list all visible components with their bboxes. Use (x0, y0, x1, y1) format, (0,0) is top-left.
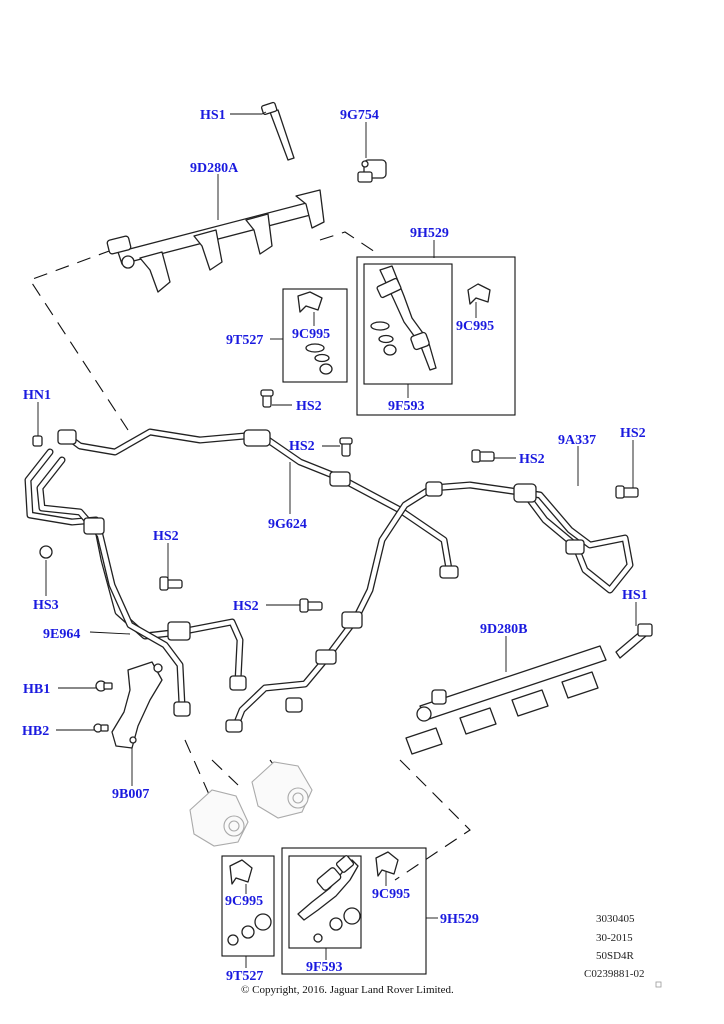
label-9g754[interactable]: 9G754 (340, 108, 379, 123)
fuel-line-9e964[interactable] (24, 429, 247, 717)
corner-mark (655, 981, 662, 988)
label-9d280a[interactable]: 9D280A (190, 161, 239, 176)
seal-ring-bottom-box (313, 907, 361, 943)
clip-9c995-bottom-right[interactable] (375, 851, 399, 877)
bolt-hb2[interactable] (93, 723, 109, 733)
fuel-line-mid[interactable] (225, 484, 436, 733)
nut-hn1[interactable] (32, 435, 43, 447)
bolt-hs2-b[interactable] (339, 437, 353, 457)
bolt-hb1[interactable] (95, 680, 113, 692)
label-hs1-top[interactable]: HS1 (200, 108, 226, 123)
injector-9f593-top[interactable] (376, 265, 437, 371)
label-9c995-top-left[interactable]: 9C995 (292, 327, 330, 342)
clip-9c995-bottom-left[interactable] (229, 859, 253, 885)
label-hn1[interactable]: HN1 (23, 388, 51, 403)
box-9t527-bottom (221, 855, 275, 957)
assembly-dashed-lines (29, 231, 471, 881)
ghost-fuel-pump-right (251, 761, 313, 819)
bolt-hs2-f[interactable] (299, 598, 323, 613)
label-9e964[interactable]: 9E964 (43, 627, 80, 642)
label-9c995-top-right[interactable]: 9C995 (456, 319, 494, 334)
bracket-9b007[interactable] (111, 661, 163, 749)
label-hs2-f[interactable]: HS2 (233, 599, 259, 614)
bolt-hs2-c[interactable] (471, 449, 495, 463)
fuel-rail-9d280a[interactable] (106, 189, 325, 293)
label-hs3[interactable]: HS3 (33, 598, 59, 613)
nut-hs3[interactable] (39, 545, 53, 559)
fuel-line-9a337[interactable] (425, 481, 634, 594)
label-9b007[interactable]: 9B007 (112, 787, 149, 802)
label-hs2-d[interactable]: HS2 (620, 426, 646, 441)
clip-9c995-top-left[interactable] (297, 291, 323, 313)
label-9t527-top[interactable]: 9T527 (226, 333, 263, 348)
label-9c995-bottom-left[interactable]: 9C995 (225, 894, 263, 909)
leader-lines (37, 111, 637, 968)
fuel-rail-9d280b[interactable] (405, 645, 607, 755)
ref-code-1: 3030405 (596, 913, 635, 925)
bolt-hs2-a[interactable] (260, 389, 274, 408)
ref-code-4: C0239881-02 (584, 968, 645, 980)
box-9t527-top (282, 288, 348, 383)
label-9f593-top[interactable]: 9F593 (388, 399, 425, 414)
seal-ring-top-box (370, 321, 397, 356)
pressure-sensor-9g754[interactable] (357, 159, 387, 183)
reference-codes: 3030405 30-2015 50SD4R C0239881-02 (584, 913, 645, 980)
label-hs2-a[interactable]: HS2 (296, 399, 322, 414)
bolt-hs2-e[interactable] (159, 576, 183, 591)
box-9h529-bottom (281, 847, 427, 975)
label-hs2-e[interactable]: HS2 (153, 529, 179, 544)
label-9a337[interactable]: 9A337 (558, 433, 596, 448)
label-hs2-c[interactable]: HS2 (519, 452, 545, 467)
copyright-notice: © Copyright, 2016. Jaguar Land Rover Lim… (241, 984, 454, 996)
label-9t527-bottom[interactable]: 9T527 (226, 969, 263, 984)
label-hb2[interactable]: HB2 (22, 724, 49, 739)
ghost-fuel-pump-left (189, 789, 249, 847)
seal-kit-9t527-bottom (227, 913, 272, 946)
label-hs2-b[interactable]: HS2 (289, 439, 315, 454)
seal-kit-9t527-top (305, 343, 333, 375)
bolt-hs1-right[interactable] (615, 623, 653, 659)
clip-9c995-top-right[interactable] (467, 283, 491, 305)
fuel-line-9g624[interactable] (64, 428, 459, 579)
label-9g624[interactable]: 9G624 (268, 517, 307, 532)
label-9c995-bottom-right[interactable]: 9C995 (372, 887, 410, 902)
label-hb1[interactable]: HB1 (23, 682, 50, 697)
label-hs1-right[interactable]: HS1 (622, 588, 648, 603)
label-9f593-bottom[interactable]: 9F593 (306, 960, 343, 975)
ref-code-3: 50SD4R (596, 950, 635, 962)
bolt-hs2-d[interactable] (615, 485, 639, 499)
injector-9f593-bottom[interactable] (297, 855, 359, 921)
label-9d280b[interactable]: 9D280B (480, 622, 527, 637)
label-9h529-top[interactable]: 9H529 (410, 226, 449, 241)
label-9h529-bottom[interactable]: 9H529 (440, 912, 479, 927)
part-labels: HS1 9G754 9D280A 9H529 9T527 9C995 9C995… (22, 108, 648, 984)
bolt-hs1-top[interactable] (260, 101, 295, 161)
ref-code-2: 30-2015 (596, 932, 633, 944)
